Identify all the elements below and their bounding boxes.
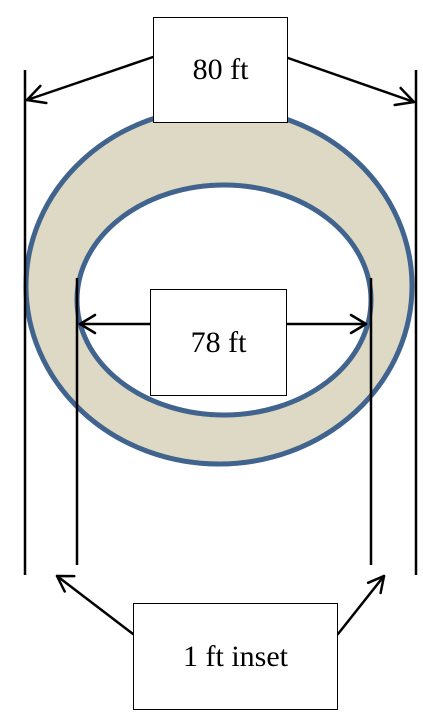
outer-left-arrow (25, 55, 155, 105)
inner-diameter-label: 78 ft (150, 289, 287, 396)
dimension-lines (23, 70, 418, 575)
outer-diameter-label: 80 ft (153, 17, 288, 123)
inner-left-arrow (78, 313, 152, 335)
arrows (25, 55, 416, 636)
inset-label: 1 ft inset (133, 603, 338, 710)
ring (23, 105, 415, 467)
inset-right-arrow (336, 574, 386, 636)
inset-left-arrow (55, 574, 135, 636)
inner-right-arrow (285, 313, 368, 335)
outer-right-arrow (286, 56, 416, 107)
